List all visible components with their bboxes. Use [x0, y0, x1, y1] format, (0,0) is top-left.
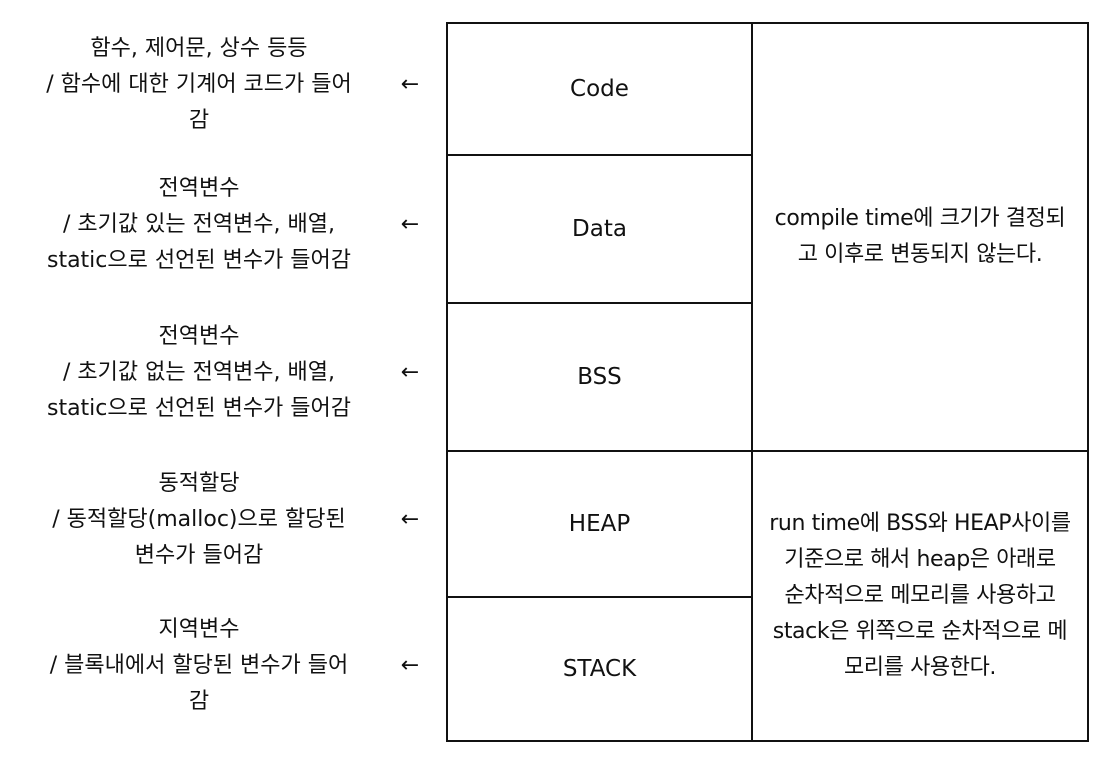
arrow-left-icon: ← — [400, 212, 420, 237]
segment-data: Data — [448, 156, 753, 304]
arrow-left-icon: ← — [400, 360, 420, 385]
arrow-left-icon: ← — [400, 507, 420, 532]
compile-time-note-line-1: compile time에 크기가 결정되 — [774, 206, 1066, 231]
compile-time-note: compile time에 크기가 결정되 고 이후로 변동되지 않는다. — [753, 24, 1087, 452]
run-time-note-line-5: 모리를 사용한다. — [843, 655, 997, 680]
run-time-note-line-3: 순차적으로 메모리를 사용하고 — [784, 583, 1056, 608]
segment-code: Code — [448, 24, 753, 156]
segment-code-label: Code — [570, 76, 629, 102]
desc-stack-line-1: 지역변수 — [158, 617, 240, 642]
desc-bss: 전역변수 / 초기값 없는 전역변수, 배열, static으로 선언된 변수가… — [18, 319, 380, 427]
segment-data-label: Data — [572, 216, 627, 242]
desc-code: 함수, 제어문, 상수 등등 / 함수에 대한 기계어 코드가 들어 감 — [18, 31, 380, 139]
run-time-note-line-1: run time에 BSS와 HEAP사이를 — [769, 511, 1071, 536]
segment-heap-label: HEAP — [568, 511, 631, 537]
desc-data-line-2: / 초기값 있는 전역변수, 배열, — [62, 212, 335, 237]
memory-layout-table: Code Data BSS HEAP STACK compile time에 크… — [446, 22, 1089, 742]
desc-bss-line-1: 전역변수 — [158, 324, 240, 349]
desc-bss-line-2: / 초기값 없는 전역변수, 배열, — [62, 360, 335, 385]
desc-heap: 동적할당 / 동적할당(malloc)으로 할당된 변수가 들어감 — [18, 466, 380, 574]
desc-heap-line-3: 변수가 들어감 — [134, 543, 264, 568]
desc-data: 전역변수 / 초기값 있는 전역변수, 배열, static으로 선언된 변수가… — [18, 171, 380, 279]
desc-bss-line-3: static으로 선언된 변수가 들어감 — [46, 396, 352, 421]
desc-code-line-3: 감 — [188, 108, 210, 133]
run-time-note: run time에 BSS와 HEAP사이를 기준으로 해서 heap은 아래로… — [753, 452, 1087, 740]
compile-time-note-line-2: 고 이후로 변동되지 않는다. — [797, 242, 1043, 267]
segment-stack-label: STACK — [562, 656, 637, 682]
desc-heap-line-2: / 동적할당(malloc)으로 할당된 — [52, 507, 346, 532]
desc-code-line-2: / 함수에 대한 기계어 코드가 들어 — [46, 72, 352, 97]
run-time-note-line-2: 기준으로 해서 heap은 아래로 — [784, 547, 1056, 572]
desc-code-line-1: 함수, 제어문, 상수 등등 — [90, 36, 308, 61]
run-time-note-line-4: stack은 위쪽으로 순차적으로 메 — [772, 619, 1068, 644]
arrow-left-icon: ← — [400, 72, 420, 97]
segment-bss: BSS — [448, 304, 753, 452]
segment-stack: STACK — [448, 598, 753, 740]
arrow-left-icon: ← — [400, 653, 420, 678]
desc-stack: 지역변수 / 블록내에서 할당된 변수가 들어 감 — [18, 612, 380, 720]
desc-data-line-1: 전역변수 — [158, 176, 240, 201]
desc-stack-line-2: / 블록내에서 할당된 변수가 들어 — [49, 653, 349, 678]
segment-bss-label: BSS — [577, 364, 622, 390]
desc-heap-line-1: 동적할당 — [158, 471, 240, 496]
desc-data-line-3: static으로 선언된 변수가 들어감 — [46, 248, 352, 273]
desc-stack-line-3: 감 — [188, 689, 210, 714]
segment-heap: HEAP — [448, 452, 753, 598]
